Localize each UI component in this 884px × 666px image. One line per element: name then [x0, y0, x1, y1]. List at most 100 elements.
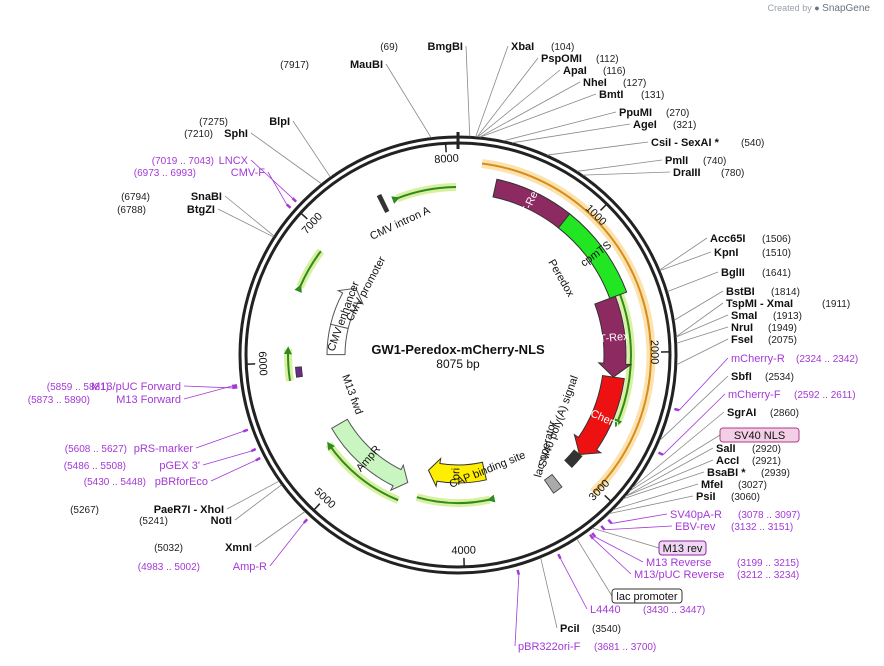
site-xbai[interactable]: XbaI: [511, 41, 534, 53]
primer-position: (5486 .. 5508): [64, 461, 126, 472]
site-maubi[interactable]: MauBI: [350, 59, 383, 71]
site-bmti[interactable]: BmtI: [599, 89, 623, 101]
site-draiii[interactable]: DraIII: [673, 167, 701, 179]
site-smai[interactable]: SmaI: [731, 310, 757, 322]
primer-site-mark: [291, 197, 297, 203]
site-leader-line: [577, 159, 663, 172]
site-position: (7917): [280, 60, 309, 71]
site-bmgbi[interactable]: BmgBI: [428, 41, 463, 53]
site-position: (7275): [199, 117, 228, 128]
site-position: (104): [551, 42, 574, 53]
site-position: (2860): [770, 408, 799, 419]
marker-m13-fwd[interactable]: [295, 366, 303, 378]
primer-leader-line: [560, 558, 588, 610]
primer-mcherry-f[interactable]: mCherry-F: [728, 389, 781, 401]
primer-prs-marker[interactable]: pRS-marker: [134, 443, 194, 455]
feature-ori[interactable]: [427, 457, 487, 488]
site-sphi[interactable]: SphI: [224, 128, 248, 140]
site-csii-sexai[interactable]: CsiI - SexAI *: [651, 137, 720, 149]
site-position: (1949): [768, 323, 797, 334]
feature-label-ori: ori: [450, 468, 462, 480]
site-bstbi[interactable]: BstBI: [726, 286, 755, 298]
primer-pbr322ori-f[interactable]: pBR322ori-F: [518, 641, 581, 653]
primer-site-mark: [607, 518, 613, 525]
primer-site-mark: [557, 553, 562, 560]
site-noti[interactable]: NotI: [211, 515, 232, 527]
site-sali[interactable]: SalI: [716, 443, 736, 455]
site-acci[interactable]: AccI: [716, 455, 739, 467]
site-leader-line: [676, 338, 729, 365]
primer-l4440[interactable]: L4440: [590, 604, 621, 616]
primer-leader-line: [202, 450, 252, 466]
site-paer7i-xhoi[interactable]: PaeR7I - XhoI: [154, 504, 224, 516]
site-bglii[interactable]: BglII: [721, 267, 745, 279]
site-xmni[interactable]: XmnI: [225, 542, 252, 554]
primer-m13-reverse[interactable]: M13 Reverse: [646, 557, 711, 569]
marker-sv40-polya[interactable]: [564, 449, 583, 468]
primer-position: (6973 .. 6993): [134, 168, 196, 179]
site-leader-line: [676, 314, 729, 338]
site-pmli[interactable]: PmlI: [665, 155, 688, 167]
primer-position: (5873 .. 5890): [28, 395, 90, 406]
box-sv40-nls[interactable]: [719, 427, 800, 443]
primer-site-mark: [674, 407, 680, 412]
site-nhei[interactable]: NheI: [583, 77, 607, 89]
site-sbfi[interactable]: SbfI: [731, 371, 752, 383]
feature-ampr[interactable]: [331, 418, 409, 492]
primer-site-mark: [232, 385, 238, 390]
site-apai[interactable]: ApaI: [563, 65, 587, 77]
primer-sv40pa-r[interactable]: SV40pA-R: [670, 509, 722, 521]
primer-position: (3430 .. 3447): [643, 605, 705, 616]
site-position: (1814): [771, 287, 800, 298]
site-position: (270): [666, 108, 689, 119]
feature-cmv-promoter[interactable]: [330, 287, 364, 330]
marker-cmv-intron-a[interactable]: [376, 193, 390, 213]
site-position: (1911): [822, 299, 850, 310]
site-nrui[interactable]: NruI: [731, 322, 753, 334]
site-mfei[interactable]: MfeI: [701, 479, 723, 491]
primer-m13-puc-forward[interactable]: M13/pUC Forward: [91, 381, 181, 393]
site-bsabi[interactable]: BsaBI *: [707, 467, 746, 479]
site-btgzi[interactable]: BtgZI: [187, 204, 215, 216]
primer-leader-line: [195, 431, 244, 449]
site-acc65i[interactable]: Acc65I: [710, 233, 745, 245]
marker-lac-operator[interactable]: [543, 473, 563, 494]
primer-mcherry-r[interactable]: mCherry-R: [731, 353, 785, 365]
box-m13-rev[interactable]: [658, 540, 707, 556]
primer-cmv-f[interactable]: CMV-F: [231, 167, 266, 179]
site-tspmi-xmai[interactable]: TspMI - XmaI: [726, 298, 793, 310]
site-leader-line: [475, 45, 509, 137]
site-pspomi[interactable]: PspOMI: [541, 53, 582, 65]
feature-cmv-enhancer[interactable]: [326, 323, 349, 356]
label-peredox: Peredox: [545, 258, 576, 300]
site-position: (127): [623, 78, 646, 89]
primer-pbrforeco[interactable]: pBRforEco: [155, 476, 208, 488]
site-leader-line: [476, 57, 539, 138]
primer-site-mark: [285, 203, 292, 209]
primer-m13-forward[interactable]: M13 Forward: [116, 394, 181, 406]
primer-ebv-rev[interactable]: EBV-rev: [675, 521, 716, 533]
site-agei[interactable]: AgeI: [633, 119, 657, 131]
site-position: (112): [596, 54, 619, 65]
primer-amp-r[interactable]: Amp-R: [233, 561, 267, 573]
site-leader-line: [625, 459, 714, 497]
primer-position: (4983 .. 5002): [138, 562, 200, 573]
site-fsei[interactable]: FseI: [731, 334, 753, 346]
site-blpi[interactable]: BlpI: [269, 116, 290, 128]
site-psii[interactable]: PsiI: [696, 491, 716, 503]
site-sgrai[interactable]: SgrAI: [727, 407, 756, 419]
site-ppumi[interactable]: PpuMI: [619, 107, 652, 119]
box-lac-promoter[interactable]: [611, 588, 683, 604]
site-pcii[interactable]: PciI: [560, 623, 580, 635]
primer-leader-line: [210, 459, 256, 482]
primer-pgex-3[interactable]: pGEX 3': [159, 460, 200, 472]
primer-binding-arc: [294, 250, 322, 293]
box-label-lac-promoter: lac promoter: [616, 591, 677, 603]
primer-lncx[interactable]: LNCX: [219, 155, 249, 167]
primer-m13-puc-reverse[interactable]: M13/pUC Reverse: [634, 569, 724, 581]
site-position: (7210): [184, 129, 213, 140]
site-kpni[interactable]: KpnI: [714, 247, 738, 259]
site-snabi[interactable]: SnaBI: [191, 191, 222, 203]
primer-position: (5859 .. 5881): [47, 382, 109, 393]
